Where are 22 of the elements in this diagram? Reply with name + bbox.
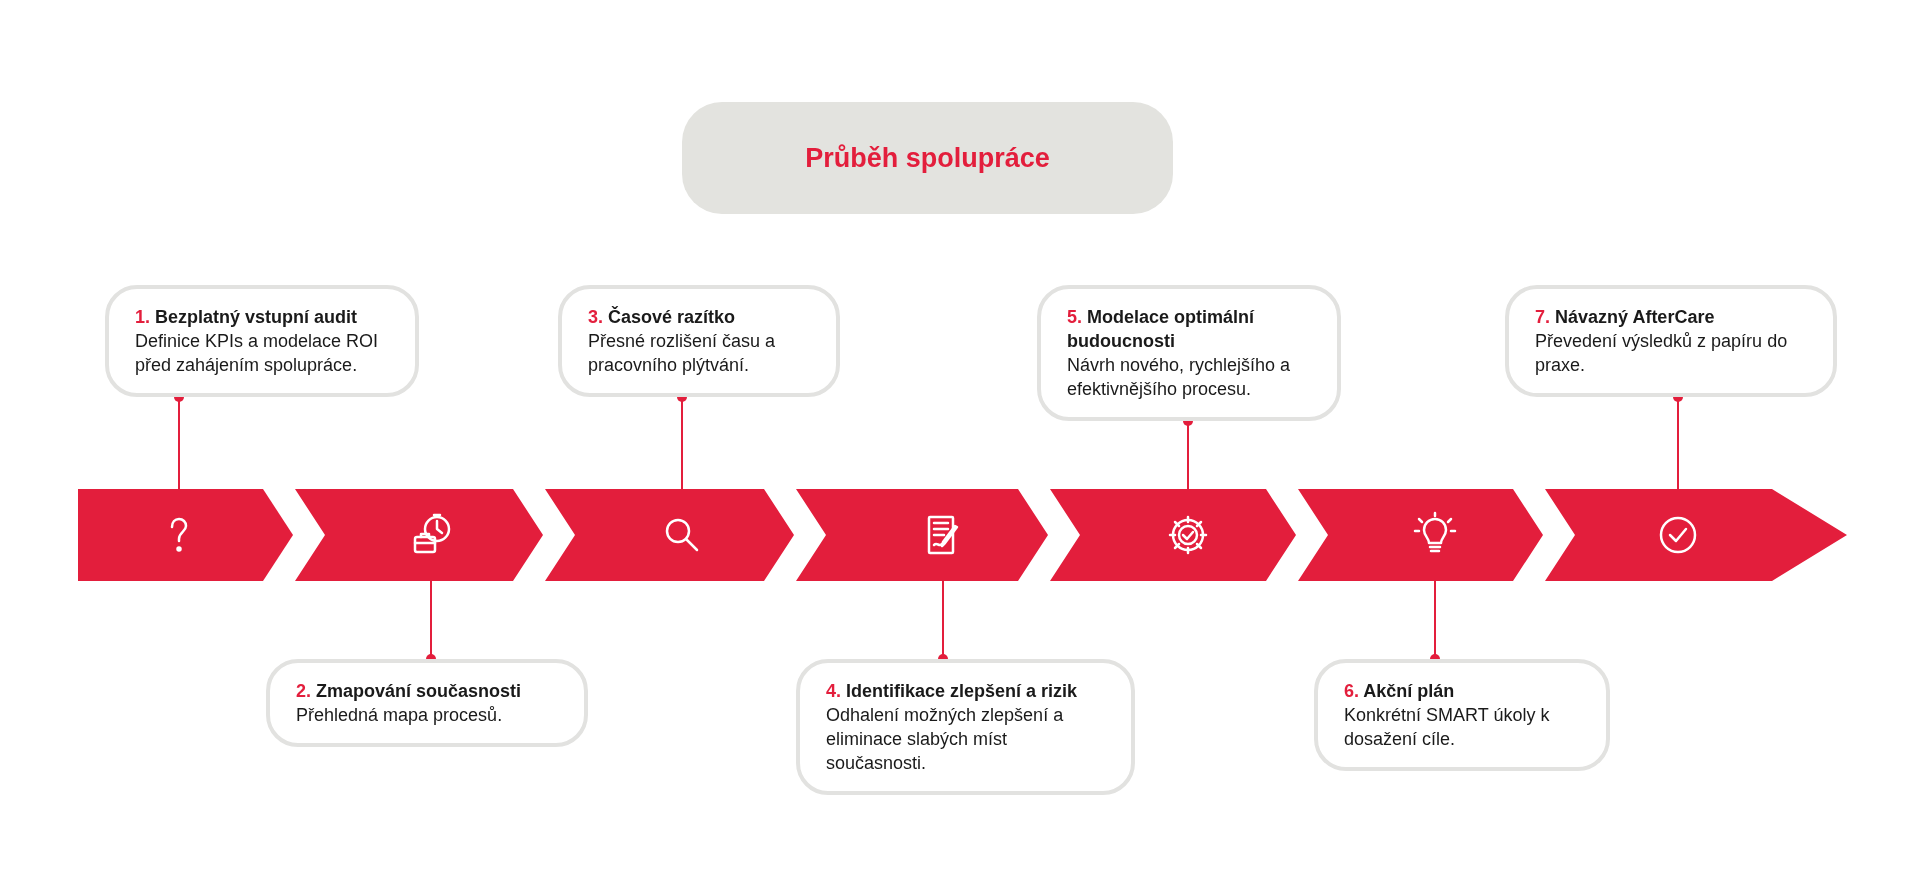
step-heading: 5. Modelace optimální budoucnosti xyxy=(1067,306,1256,353)
step-card xyxy=(1505,285,1837,397)
step-card xyxy=(558,285,840,397)
step-card xyxy=(796,659,1135,795)
step-description: Definice KPIs a modelace ROI před zahájením spolupráce. xyxy=(135,330,380,377)
step-heading: 6. Akční plán xyxy=(1344,680,1456,703)
step-card xyxy=(266,659,588,747)
step-heading: 7. Návazný AfterCare xyxy=(1535,306,1716,329)
step-description: Návrh nového, rychlejšího a efektivnějšího procesu. xyxy=(1067,354,1292,401)
step-description: Přesné rozlišení času a pracovního plýtvání. xyxy=(588,330,777,377)
step-card xyxy=(1037,285,1341,421)
step-card xyxy=(1314,659,1610,771)
title-banner: Průběh spolupráce xyxy=(682,102,1173,214)
step-heading: 2. Zmapování současnosti xyxy=(296,680,523,703)
step-heading: 3. Časové razítko xyxy=(588,305,737,329)
step-description: Odhalení možných zlepšení a eliminace slabých míst současnosti. xyxy=(826,704,1065,775)
step-heading: 4. Identifikace zlepšení a rizik xyxy=(826,680,1079,703)
step-description: Přehledná mapa procesů. xyxy=(296,704,504,727)
step-description: Konkrétní SMART úkoly k dosažení cíle. xyxy=(1344,704,1551,751)
step-description: Převedení výsledků z papíru do praxe. xyxy=(1535,330,1789,377)
step-heading: 1. Bezplatný vstupní audit xyxy=(135,306,359,329)
step-card xyxy=(105,285,419,397)
